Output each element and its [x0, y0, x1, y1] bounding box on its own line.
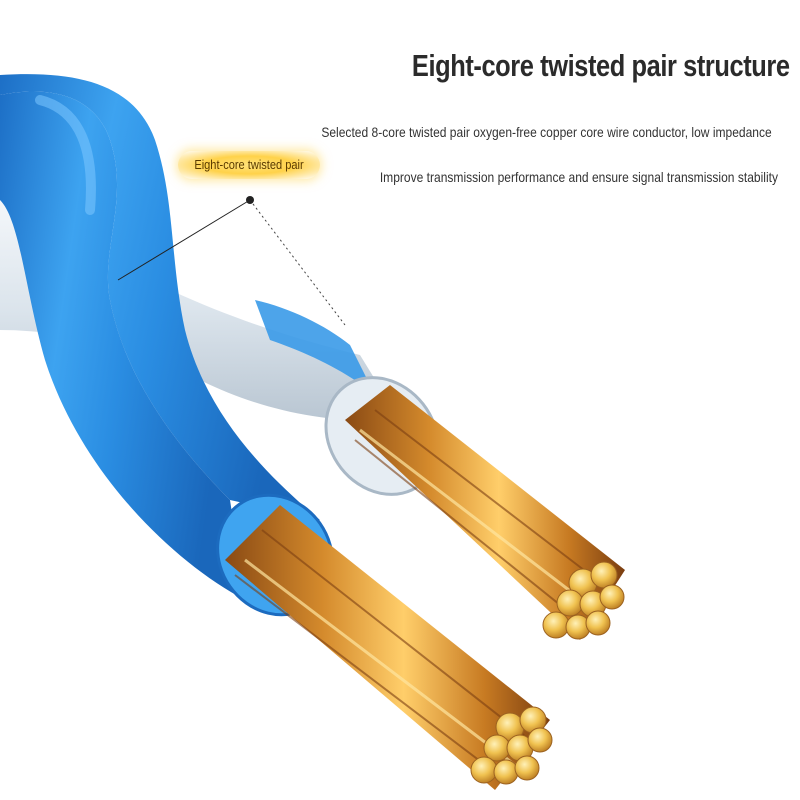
page-title: Eight-core twisted pair structure — [412, 48, 790, 83]
copper-core-upper — [345, 385, 625, 640]
callout-tag: Eight-core twisted pair — [178, 151, 320, 179]
callout-leader — [117, 196, 346, 326]
description-line-2: Improve transmission performance and ens… — [379, 169, 778, 185]
copper-core-lower — [225, 505, 553, 790]
description-line-1: Selected 8-core twisted pair oxygen-free… — [321, 124, 772, 140]
callout-label: Eight-core twisted pair — [194, 157, 304, 172]
